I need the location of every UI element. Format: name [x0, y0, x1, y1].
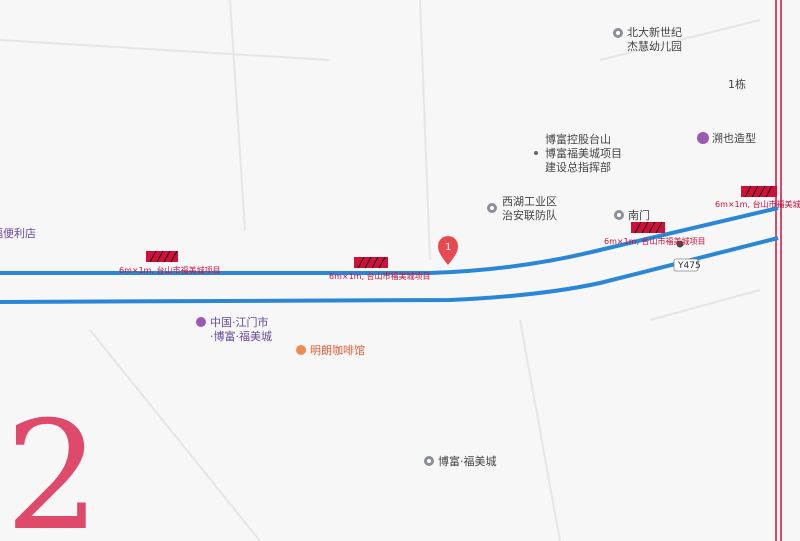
poi-project-hq[interactable]: 博富控股台山 博富福美城项目 建设总指挥部 — [534, 132, 622, 174]
poi-jiangmen[interactable]: 中国·江门市 ·博富·福美城 — [196, 315, 272, 343]
poi-label: ·博富·福美城 — [210, 329, 272, 343]
poi-mall[interactable]: 博富·福美城 — [424, 454, 497, 468]
cafe-icon — [296, 345, 306, 355]
shopping-icon — [196, 317, 206, 327]
poi-salon[interactable]: 溯也造型 — [697, 131, 756, 145]
banner-3[interactable]: 6m×1m, 台山市福美城项目 — [604, 221, 706, 246]
banner-flag-icon — [354, 257, 388, 268]
banner-hatch — [357, 256, 386, 269]
salon-icon — [697, 132, 709, 144]
page-number: 2 — [5, 390, 100, 541]
banner-flag-icon — [631, 222, 665, 233]
poi-label: 博富控股台山 — [545, 132, 611, 146]
poi-label: 杰慧幼儿园 — [627, 39, 682, 53]
banner-4[interactable]: 6m×1m, 台山市福美城项目 — [715, 185, 800, 209]
banner-label: 6m×1m, 台山市福美城项目 — [604, 236, 706, 246]
banner-hatch — [634, 221, 663, 234]
banner-hatch — [744, 185, 773, 198]
poi-south-gate[interactable]: 南门 — [614, 208, 650, 222]
background-streets — [0, 0, 761, 541]
poi-label: 博富福美城项目 — [545, 146, 622, 160]
poi-label: 治安联防队 — [502, 208, 557, 222]
poi-label: 南门 — [628, 208, 650, 222]
main-road — [0, 206, 779, 304]
poi-label: 溯也造型 — [712, 131, 756, 145]
marker-pin-icon — [438, 236, 458, 265]
banner-flag-icon — [741, 186, 777, 197]
svg-text:Y475: Y475 — [677, 261, 701, 271]
banner-label: 6m×1m, 台山市福美城项目 — [119, 265, 221, 275]
poi-label: 中国·江门市 — [210, 315, 269, 329]
poi-cafe[interactable]: 明朗咖啡馆 — [296, 343, 365, 357]
poi-convenience-store[interactable]: 福便利店 — [0, 226, 36, 240]
traffic-light-icon — [676, 240, 684, 248]
poi-security-team[interactable]: 西湖工业区 治安联防队 — [487, 195, 557, 222]
boundary-line — [775, 0, 782, 541]
banner-2[interactable]: 6m×1m, 台山市福美城项目 — [329, 256, 431, 281]
banner-hatch — [149, 250, 178, 263]
banner-label: 6m×1m, 台山市福美城项目 — [715, 199, 800, 209]
poi-label: 明朗咖啡馆 — [310, 343, 365, 357]
banner-label: 6m×1m, 台山市福美城项目 — [329, 271, 431, 281]
poi-label: 建设总指挥部 — [545, 160, 611, 174]
banner-1[interactable]: 6m×1m, 台山市福美城项目 — [119, 250, 221, 275]
dot-icon — [534, 151, 538, 155]
road-label-y475: Y475 — [673, 258, 701, 272]
marker-number: 1 — [445, 242, 451, 253]
banner-flag-icon — [146, 251, 178, 262]
poi-kindergarten[interactable]: 北大新世纪 杰慧幼儿园 — [613, 25, 682, 53]
poi-label: 博富·福美城 — [438, 454, 497, 468]
poi-label: 福便利店 — [0, 226, 36, 240]
location-marker[interactable]: 1 — [438, 236, 458, 265]
poi-label: 北大新世纪 — [627, 25, 682, 39]
poi-label: 西湖工业区 — [502, 195, 557, 208]
building-label: 1栋 — [728, 77, 746, 91]
